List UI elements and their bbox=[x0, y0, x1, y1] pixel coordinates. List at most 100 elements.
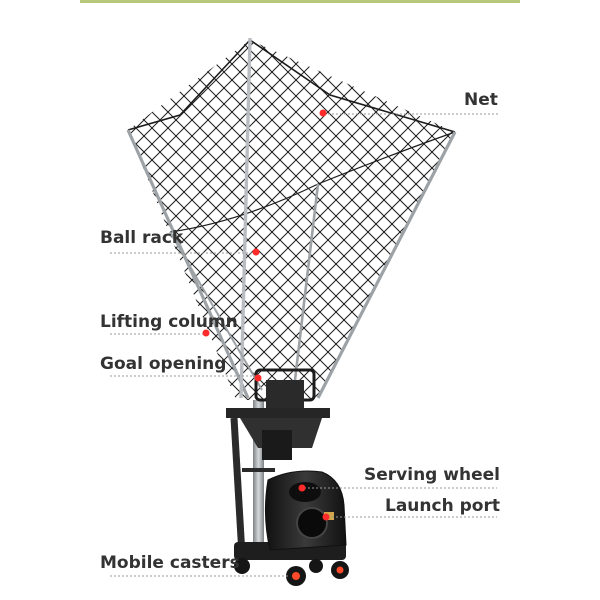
net-strand-antidiagonal bbox=[147, 40, 455, 400]
net bbox=[0, 0, 600, 420]
net-strand-diagonal bbox=[311, 40, 455, 400]
hopper-plate bbox=[226, 408, 330, 418]
marker-dots bbox=[202, 109, 330, 521]
net-strand-antidiagonal bbox=[451, 40, 455, 400]
net-strand-antidiagonal bbox=[179, 40, 455, 400]
pole-center bbox=[239, 37, 252, 399]
net-strand-diagonal bbox=[128, 40, 381, 400]
net-strand-diagonal bbox=[568, 0, 600, 420]
leader-lines bbox=[110, 113, 498, 577]
caster-rear-left bbox=[234, 558, 250, 574]
net-strand-antidiagonal bbox=[128, 40, 313, 400]
net-strand-diagonal bbox=[128, 40, 445, 400]
net-strand-diagonal bbox=[327, 40, 455, 400]
net-strand-antidiagonal bbox=[163, 40, 455, 400]
serving-wheel-housing bbox=[289, 482, 321, 502]
net-strand-antidiagonal bbox=[0, 0, 56, 420]
marker-launch-port bbox=[322, 513, 330, 521]
lifting-column bbox=[253, 400, 264, 550]
net-strand-diagonal bbox=[439, 40, 455, 400]
net-strand-diagonal bbox=[199, 40, 455, 400]
net-strand-diagonal bbox=[488, 0, 600, 420]
net-strand-diagonal bbox=[407, 40, 455, 400]
marker-ball-rack bbox=[252, 248, 260, 256]
net-strand-diagonal bbox=[128, 40, 301, 400]
net-strand-antidiagonal bbox=[403, 40, 455, 400]
net-strand-antidiagonal bbox=[275, 40, 455, 400]
hopper-chute bbox=[266, 380, 304, 410]
net-strand-diagonal bbox=[0, 0, 12, 420]
net-strand-antidiagonal bbox=[195, 40, 455, 400]
net-strand-antidiagonal bbox=[339, 40, 455, 400]
net-strand-diagonal bbox=[128, 40, 333, 400]
net-strand-antidiagonal bbox=[468, 0, 600, 420]
net-strand-antidiagonal bbox=[435, 40, 455, 400]
label-mobile-casters: Mobile casters bbox=[100, 553, 240, 573]
net-strand-diagonal bbox=[0, 0, 92, 420]
pole-inner-left bbox=[169, 231, 263, 391]
net-strand-antidiagonal bbox=[419, 40, 455, 400]
net-strand-antidiagonal bbox=[128, 40, 377, 400]
net-strand-antidiagonal bbox=[0, 0, 88, 420]
net-strand-antidiagonal bbox=[387, 40, 455, 400]
marker-lifting-column bbox=[202, 329, 210, 337]
net-strand-diagonal bbox=[423, 40, 455, 400]
net-strand-diagonal bbox=[215, 40, 455, 400]
net-strand-diagonal bbox=[0, 0, 44, 420]
net-strand-diagonal bbox=[552, 0, 600, 420]
net-strand-diagonal bbox=[183, 40, 455, 400]
label-serving-wheel: Serving wheel bbox=[364, 465, 500, 485]
net-strand-antidiagonal bbox=[0, 0, 72, 420]
net-strand-diagonal bbox=[128, 40, 397, 400]
net-strand-diagonal bbox=[279, 40, 455, 400]
marker-net bbox=[319, 109, 327, 117]
launch-port-hole bbox=[296, 507, 328, 539]
label-launch-port: Launch port bbox=[385, 496, 500, 516]
caster-rear-right bbox=[309, 559, 323, 573]
net-strand-antidiagonal bbox=[307, 40, 455, 400]
net-strand-diagonal bbox=[343, 40, 455, 400]
net-strand-diagonal bbox=[128, 40, 317, 400]
label-ball-rack: Ball rack bbox=[100, 228, 184, 248]
frame-poles bbox=[126, 37, 457, 399]
net-strand-diagonal bbox=[0, 0, 28, 420]
net-mesh bbox=[0, 0, 600, 420]
caster-front-left-hub bbox=[292, 572, 300, 580]
label-net: Net bbox=[464, 90, 498, 110]
goal-opening bbox=[226, 368, 330, 460]
marker-serving-wheel bbox=[298, 484, 306, 492]
pole-inner bbox=[293, 183, 320, 381]
label-goal-opening: Goal opening bbox=[100, 354, 227, 374]
net-inner-edge bbox=[317, 131, 456, 185]
net-strand-antidiagonal bbox=[0, 0, 24, 420]
net-strand-diagonal bbox=[167, 40, 455, 400]
net-strand-diagonal bbox=[0, 0, 76, 420]
net-strand-diagonal bbox=[536, 0, 600, 420]
marker-goal-opening bbox=[254, 374, 262, 382]
machine-body bbox=[264, 470, 347, 551]
net-strand-diagonal bbox=[0, 0, 60, 420]
top-accent-bar bbox=[80, 0, 520, 3]
net-strand-antidiagonal bbox=[0, 0, 40, 420]
net-strand-antidiagonal bbox=[323, 40, 455, 400]
hopper-motor bbox=[262, 430, 292, 460]
net-strand-antidiagonal bbox=[0, 0, 104, 420]
net-strand-diagonal bbox=[359, 40, 455, 400]
net-strand-diagonal bbox=[391, 40, 455, 400]
net-top-rope bbox=[127, 38, 456, 133]
net-strand-antidiagonal bbox=[128, 40, 281, 400]
net-strand-diagonal bbox=[0, 0, 108, 420]
pole-right bbox=[316, 131, 457, 399]
label-lifting-column: Lifting column bbox=[100, 312, 238, 332]
net-strand-antidiagonal bbox=[128, 40, 329, 400]
mobile-casters bbox=[234, 558, 349, 586]
net-strand-diagonal bbox=[504, 0, 600, 420]
net-strand-antidiagonal bbox=[0, 0, 8, 420]
net-sag-edge bbox=[169, 183, 319, 233]
net-strand-antidiagonal bbox=[355, 40, 455, 400]
caster-front-right-hub bbox=[336, 566, 344, 574]
net-strand-diagonal bbox=[520, 0, 600, 420]
net-strand-antidiagonal bbox=[259, 40, 455, 400]
cart-upright-left bbox=[230, 417, 246, 556]
